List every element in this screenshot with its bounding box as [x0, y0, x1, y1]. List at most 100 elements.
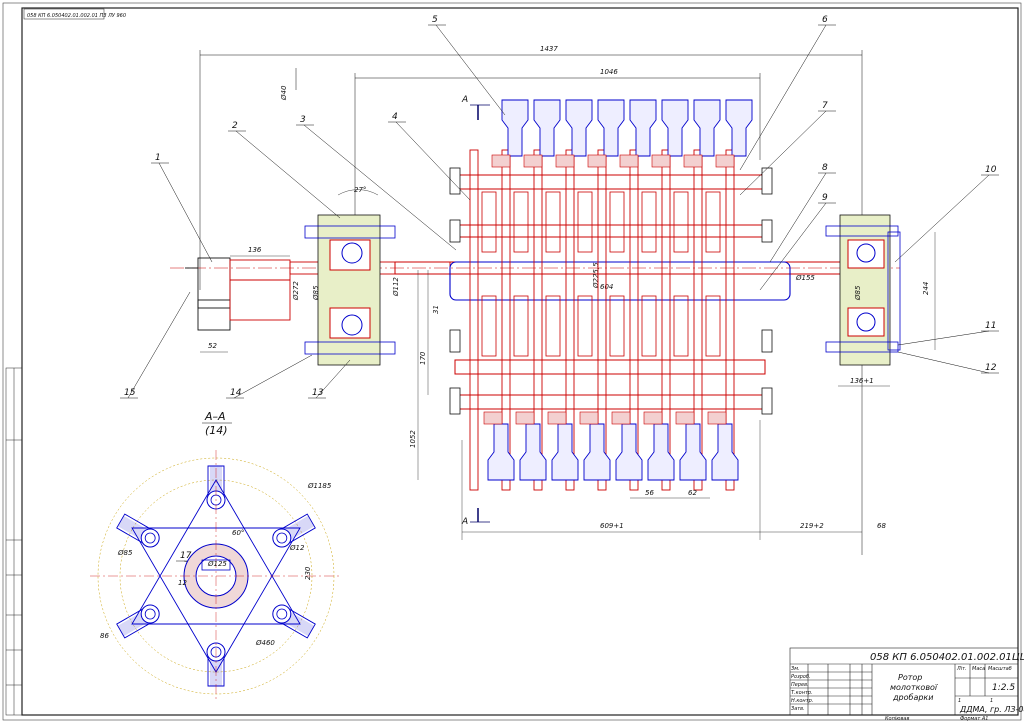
hammer-arm — [116, 513, 160, 548]
hammer-pin — [619, 154, 639, 168]
hammer-top — [565, 99, 593, 157]
bolt-hole — [140, 604, 160, 624]
title-code: 058 КП 6.050402.01.002.01ЦЦ.010.003 — [870, 652, 1024, 663]
sec-dim-12: Ø12 — [289, 544, 305, 552]
dim-604: 604 — [600, 283, 613, 291]
callout-13: 13 — [312, 388, 324, 398]
dim-31: 31 — [432, 305, 440, 314]
sec-dim-60: 60° — [232, 529, 244, 537]
hammer-top — [533, 99, 561, 157]
callout-2: 2 — [232, 121, 238, 131]
dim-1052: 1052 — [409, 430, 417, 448]
role-0: Зм. — [791, 666, 800, 672]
sec-dim-125: Ø125 — [207, 560, 227, 568]
dim-52: 52 — [208, 342, 217, 350]
section-title: А–А — [204, 410, 226, 423]
hammer-pin — [611, 411, 631, 425]
left-bearing — [304, 214, 396, 366]
format-label: Формат А1 — [960, 716, 988, 722]
hammer-top — [597, 99, 625, 157]
hammer-plate-bottom — [545, 295, 561, 357]
rotor-disk — [693, 149, 703, 491]
dim-136-1: 136+1 — [850, 377, 874, 385]
hammer-bottom — [519, 423, 547, 481]
dim-56: 56 — [645, 489, 654, 497]
right-bearing — [825, 214, 901, 366]
section-subtitle: (14) — [205, 424, 228, 437]
callout-10: 10 — [985, 165, 997, 175]
rotor-disk — [661, 149, 671, 491]
dim-136: 136 — [248, 246, 262, 254]
dim-219: 219+2 — [800, 522, 824, 530]
section-view: А–А (14) Ø1185 Ø85 60° Ø12 230 Ø125 Ø460… — [90, 410, 340, 700]
role-3: Т.контр. — [791, 690, 813, 696]
hammer-bottom — [551, 423, 579, 481]
role-4: Н.контр. — [791, 698, 813, 704]
dim-272: Ø272 — [292, 281, 300, 301]
dim-609: 609+1 — [600, 522, 624, 530]
rotor-disk — [501, 149, 511, 491]
dim-1046: 1046 — [600, 68, 618, 76]
callout-6: 6 — [822, 15, 828, 25]
hammer-top — [501, 99, 529, 157]
sec-dim-230: 230 — [304, 566, 312, 580]
hammer-arm — [272, 513, 316, 548]
dim-1437: 1437 — [540, 45, 558, 53]
hammers — [483, 99, 753, 481]
hammer-plate-top — [481, 191, 497, 253]
dim-244: 244 — [922, 282, 930, 295]
title-name-1: Ротор — [898, 673, 922, 682]
hammer-plate-bottom — [609, 295, 625, 357]
rotor-disks — [469, 149, 735, 491]
nuts — [449, 167, 773, 415]
hammer-bottom — [679, 423, 707, 481]
callout-5: 5 — [432, 15, 438, 25]
callout-12: 12 — [985, 363, 997, 373]
rotor-disk — [533, 149, 543, 491]
hammer-pin — [555, 154, 575, 168]
hammer-pin — [651, 154, 671, 168]
hammer-arm — [116, 604, 160, 639]
dim-170: 170 — [419, 351, 427, 365]
bolt-hole — [272, 604, 292, 624]
sec-dim-85: Ø85 — [117, 549, 133, 557]
hammer-pin — [483, 411, 503, 425]
sec-dim-460: Ø460 — [255, 639, 275, 647]
hammer-plate-top — [705, 191, 721, 253]
role-2: Перев. — [791, 682, 809, 688]
rotor-disk — [725, 149, 735, 491]
rotor-disk — [629, 149, 639, 491]
dim-40: Ø40 — [280, 85, 288, 101]
hammer-pin — [523, 154, 543, 168]
sheets-count: 1 — [990, 698, 993, 704]
hammer-bottom — [615, 423, 643, 481]
callout-14: 14 — [230, 388, 242, 398]
hammer-bottom — [711, 423, 739, 481]
hammer-pin — [547, 411, 567, 425]
hammer-plate-top — [673, 191, 689, 253]
hammer-plate-bottom — [481, 295, 497, 357]
dim-85a: Ø85 — [312, 285, 320, 301]
hdr-scale: Масштаб — [988, 666, 1012, 672]
sec-dim-1185: Ø1185 — [307, 482, 332, 490]
callout-7: 7 — [822, 101, 828, 111]
main-view: 1437 1046 Ø40 136 52 — [170, 45, 936, 555]
hammer-pin — [491, 154, 511, 168]
hammer-pin — [579, 411, 599, 425]
sec-dim-12b: 12 — [178, 579, 187, 587]
hammer-plate-bottom — [513, 295, 529, 357]
rotor-disk — [469, 149, 479, 491]
dim-27deg: 27° — [354, 186, 366, 194]
hammer-plate-bottom — [577, 295, 593, 357]
title-name-3: дробарки — [892, 693, 933, 702]
hdr-lit: Літ. — [956, 666, 967, 672]
hammer-plate-top — [577, 191, 593, 253]
callout-4: 4 — [392, 112, 398, 122]
hammer-plate-bottom — [673, 295, 689, 357]
hammer-top — [629, 99, 657, 157]
rotor-disk — [565, 149, 575, 491]
group-name: ДДМА, гр. ЛЗ-08-1 — [959, 705, 1024, 714]
